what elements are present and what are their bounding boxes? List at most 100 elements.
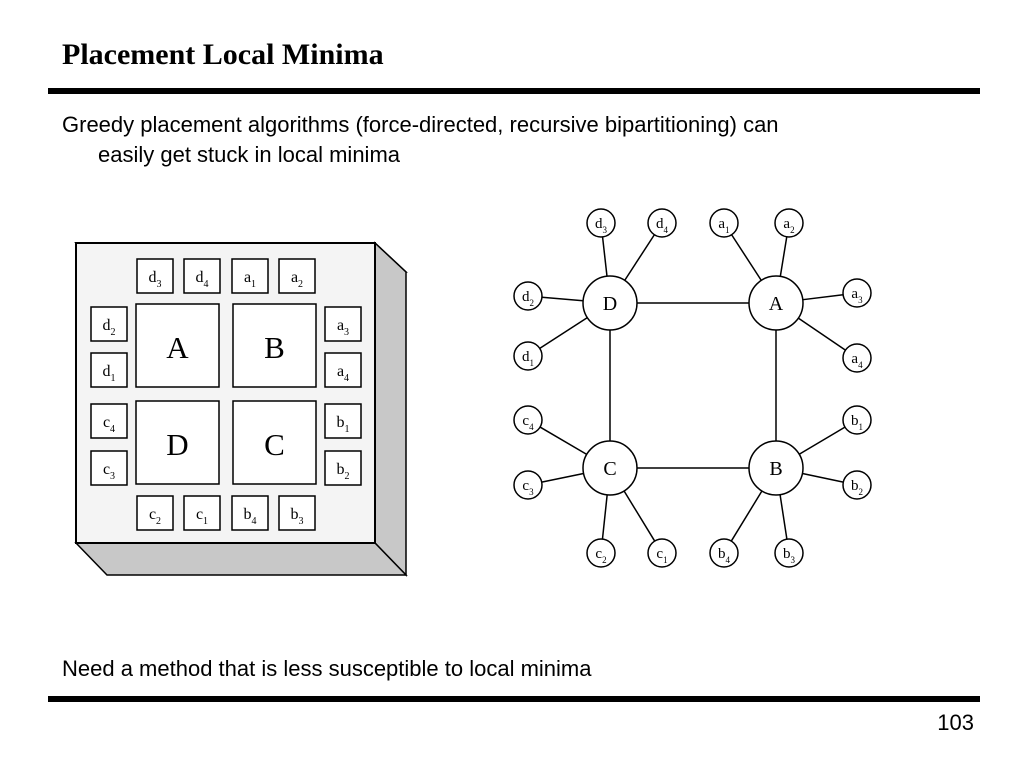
edge-b-b3 — [779, 494, 788, 540]
pin-a3-label: a3 — [337, 317, 349, 338]
edge-c-c4 — [539, 426, 588, 456]
pin-a4-label: a4 — [337, 363, 349, 384]
edge-c-c2 — [601, 494, 608, 540]
leaf-node-d4 — [647, 208, 677, 238]
pin-d1 — [90, 352, 128, 388]
leaf-node-c3-label: c3 — [522, 478, 534, 497]
pin-c1-label: c1 — [196, 506, 208, 527]
pin-b2 — [324, 450, 362, 486]
leaf-node-a1-label: a1 — [718, 216, 729, 235]
paragraph-line-1: Greedy placement algorithms (force-direc… — [62, 112, 779, 137]
footer-statement: Need a method that is less susceptible t… — [62, 656, 592, 681]
hub-node-c — [582, 440, 638, 496]
block-d — [135, 400, 220, 485]
leaf-node-d2 — [513, 281, 543, 311]
leaf-node-a2-label: a2 — [783, 216, 794, 235]
block-d-label: D — [166, 427, 188, 462]
slide-title: Placement Local Minima — [62, 38, 384, 71]
edge-c-c1 — [623, 490, 656, 542]
pin-d3-label: d3 — [149, 269, 162, 290]
edge-b-b1 — [798, 426, 846, 455]
leaf-node-c3 — [513, 470, 543, 500]
edge-c-c3 — [541, 472, 584, 483]
pin-b1 — [324, 403, 362, 439]
block-a — [135, 303, 220, 388]
leaf-node-d1-label: d1 — [522, 349, 534, 368]
leaf-node-a1 — [709, 208, 739, 238]
leaf-node-b3-label: b3 — [783, 546, 796, 565]
leaf-node-b2 — [842, 470, 872, 500]
pin-c4-label: c4 — [103, 414, 115, 435]
pin-a1-label: a1 — [244, 269, 256, 290]
leaf-node-d3 — [586, 208, 616, 238]
edge-d-d3 — [601, 236, 608, 277]
leaf-node-d3-label: d3 — [595, 216, 608, 235]
hub-node-d — [582, 275, 638, 331]
pin-b3-label: b3 — [291, 506, 304, 527]
pin-c2-label: c2 — [149, 506, 161, 527]
pin-a3 — [324, 306, 362, 342]
paragraph-line-2: easily get stuck in local minima — [98, 142, 401, 167]
leaf-node-a4 — [842, 343, 872, 373]
edge-b-b4 — [730, 490, 763, 542]
pin-a2 — [278, 258, 316, 294]
edge-a-a2 — [779, 236, 788, 277]
pin-b2-label: b2 — [337, 461, 350, 482]
pin-d1-label: d1 — [103, 363, 116, 384]
leaf-node-d2-label: d2 — [522, 289, 534, 308]
leaf-node-c1-label: c1 — [656, 546, 667, 565]
edge-d-d2 — [541, 296, 584, 302]
title-divider — [48, 88, 980, 94]
block-c-label: C — [264, 427, 285, 462]
block-b-label: B — [264, 330, 285, 365]
pin-d2-label: d2 — [103, 317, 116, 338]
edge-a-a1 — [731, 234, 762, 281]
hub-node-a-label: A — [769, 293, 784, 315]
pin-c1 — [183, 495, 221, 531]
pin-c3 — [90, 450, 128, 486]
pin-c2 — [136, 495, 174, 531]
page-number: 103 — [937, 710, 974, 735]
chip-front-face — [75, 242, 376, 544]
pin-b1-label: b1 — [337, 414, 350, 435]
hub-node-c-label: C — [603, 458, 616, 480]
leaf-node-b4-label: b4 — [718, 546, 731, 565]
pin-b3 — [278, 495, 316, 531]
leaf-node-d1 — [513, 341, 543, 371]
leaf-node-c2 — [586, 538, 616, 568]
pin-a2-label: a2 — [291, 269, 303, 290]
leaf-node-b1 — [842, 405, 872, 435]
edge-b-b2 — [802, 472, 844, 483]
pin-c3-label: c3 — [103, 461, 115, 482]
leaf-node-b4 — [709, 538, 739, 568]
pin-d4-label: d4 — [196, 269, 209, 290]
hub-node-d-label: D — [603, 293, 617, 315]
leaf-node-d4-label: d4 — [656, 216, 669, 235]
leaf-node-b3 — [774, 538, 804, 568]
block-a-label: A — [166, 330, 189, 365]
leaf-node-c4 — [513, 405, 543, 435]
edge-d-d4 — [624, 234, 655, 281]
chip-bottom-face — [74, 542, 408, 576]
leaf-node-c4-label: c4 — [522, 413, 534, 432]
chip-right-face — [374, 241, 407, 577]
pin-a1 — [231, 258, 269, 294]
hub-node-b — [748, 440, 804, 496]
leaf-node-a3-label: a3 — [851, 286, 863, 305]
leaf-node-b2-label: b2 — [851, 478, 863, 497]
edge-a-a4 — [797, 317, 846, 351]
hub-node-a — [748, 275, 804, 331]
leaf-node-a4-label: a4 — [851, 351, 863, 370]
edge-d-d1 — [539, 317, 588, 350]
edge-a-a3 — [802, 293, 844, 301]
leaf-node-c1 — [647, 538, 677, 568]
pin-a4 — [324, 352, 362, 388]
hub-node-b-label: B — [769, 458, 782, 480]
pin-b4 — [231, 495, 269, 531]
leaf-node-a2 — [774, 208, 804, 238]
leaf-node-b1-label: b1 — [851, 413, 863, 432]
pin-d4 — [183, 258, 221, 294]
